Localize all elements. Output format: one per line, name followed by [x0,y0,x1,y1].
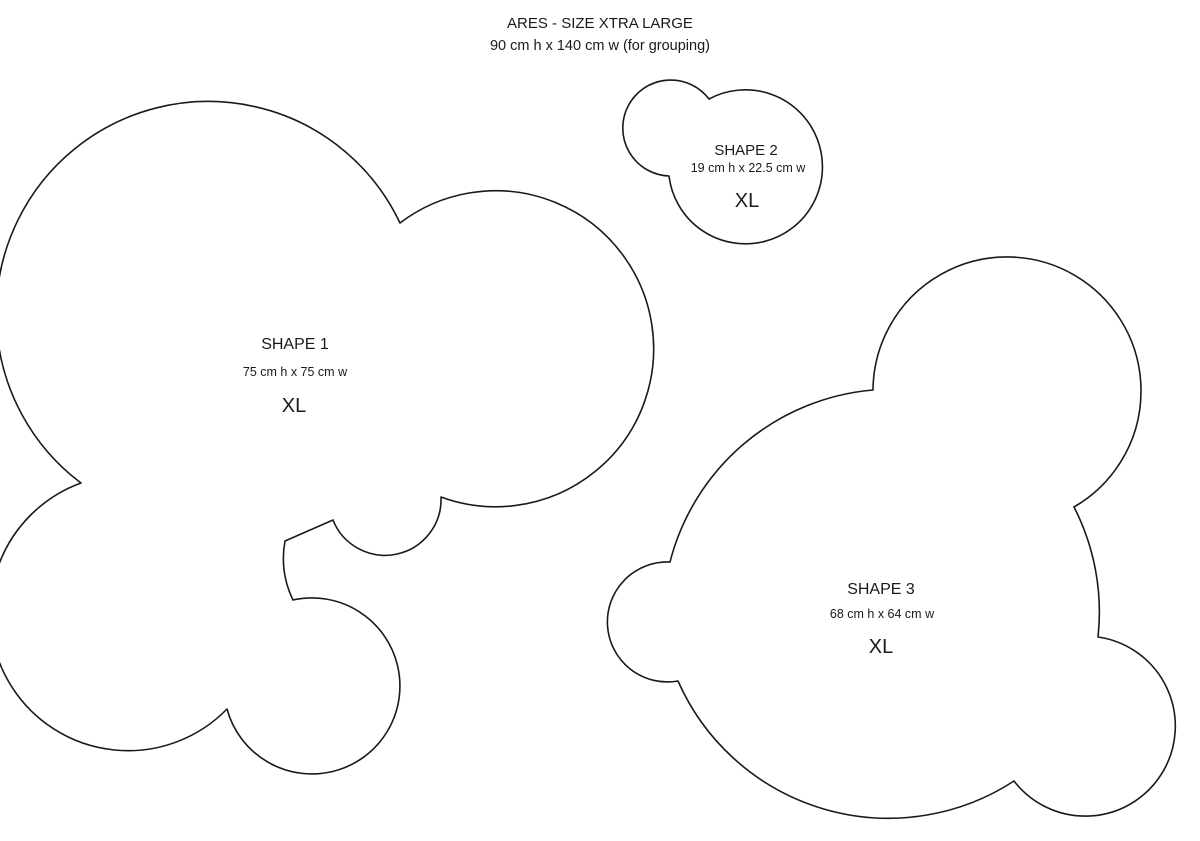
shape-2-size: XL [735,190,759,212]
sheet-subtitle: 90 cm h x 140 cm w (for grouping) [490,38,710,54]
shape-2-dimensions: 19 cm h x 22.5 cm w [691,161,807,175]
shape-3-dimensions: 68 cm h x 64 cm w [830,607,935,621]
shape-2-label: SHAPE 2 [714,142,777,159]
shape-3: SHAPE 3 68 cm h x 64 cm w XL [606,256,1177,820]
shape-1: SHAPE 1 75 cm h x 75 cm w XL [0,100,655,775]
shape-3-label: SHAPE 3 [847,581,915,598]
shape-1-outline [0,100,655,775]
shape-1-label: SHAPE 1 [261,336,329,353]
shape-2-outline [621,79,824,245]
sheet-title: ARES - SIZE XTRA LARGE [507,15,693,32]
shape-2: SHAPE 2 19 cm h x 22.5 cm w XL [621,79,824,245]
shape-1-dimensions: 75 cm h x 75 cm w [243,365,348,379]
shape-1-size: XL [282,395,306,417]
shape-3-outline [606,256,1177,820]
shape-3-size: XL [869,636,893,658]
